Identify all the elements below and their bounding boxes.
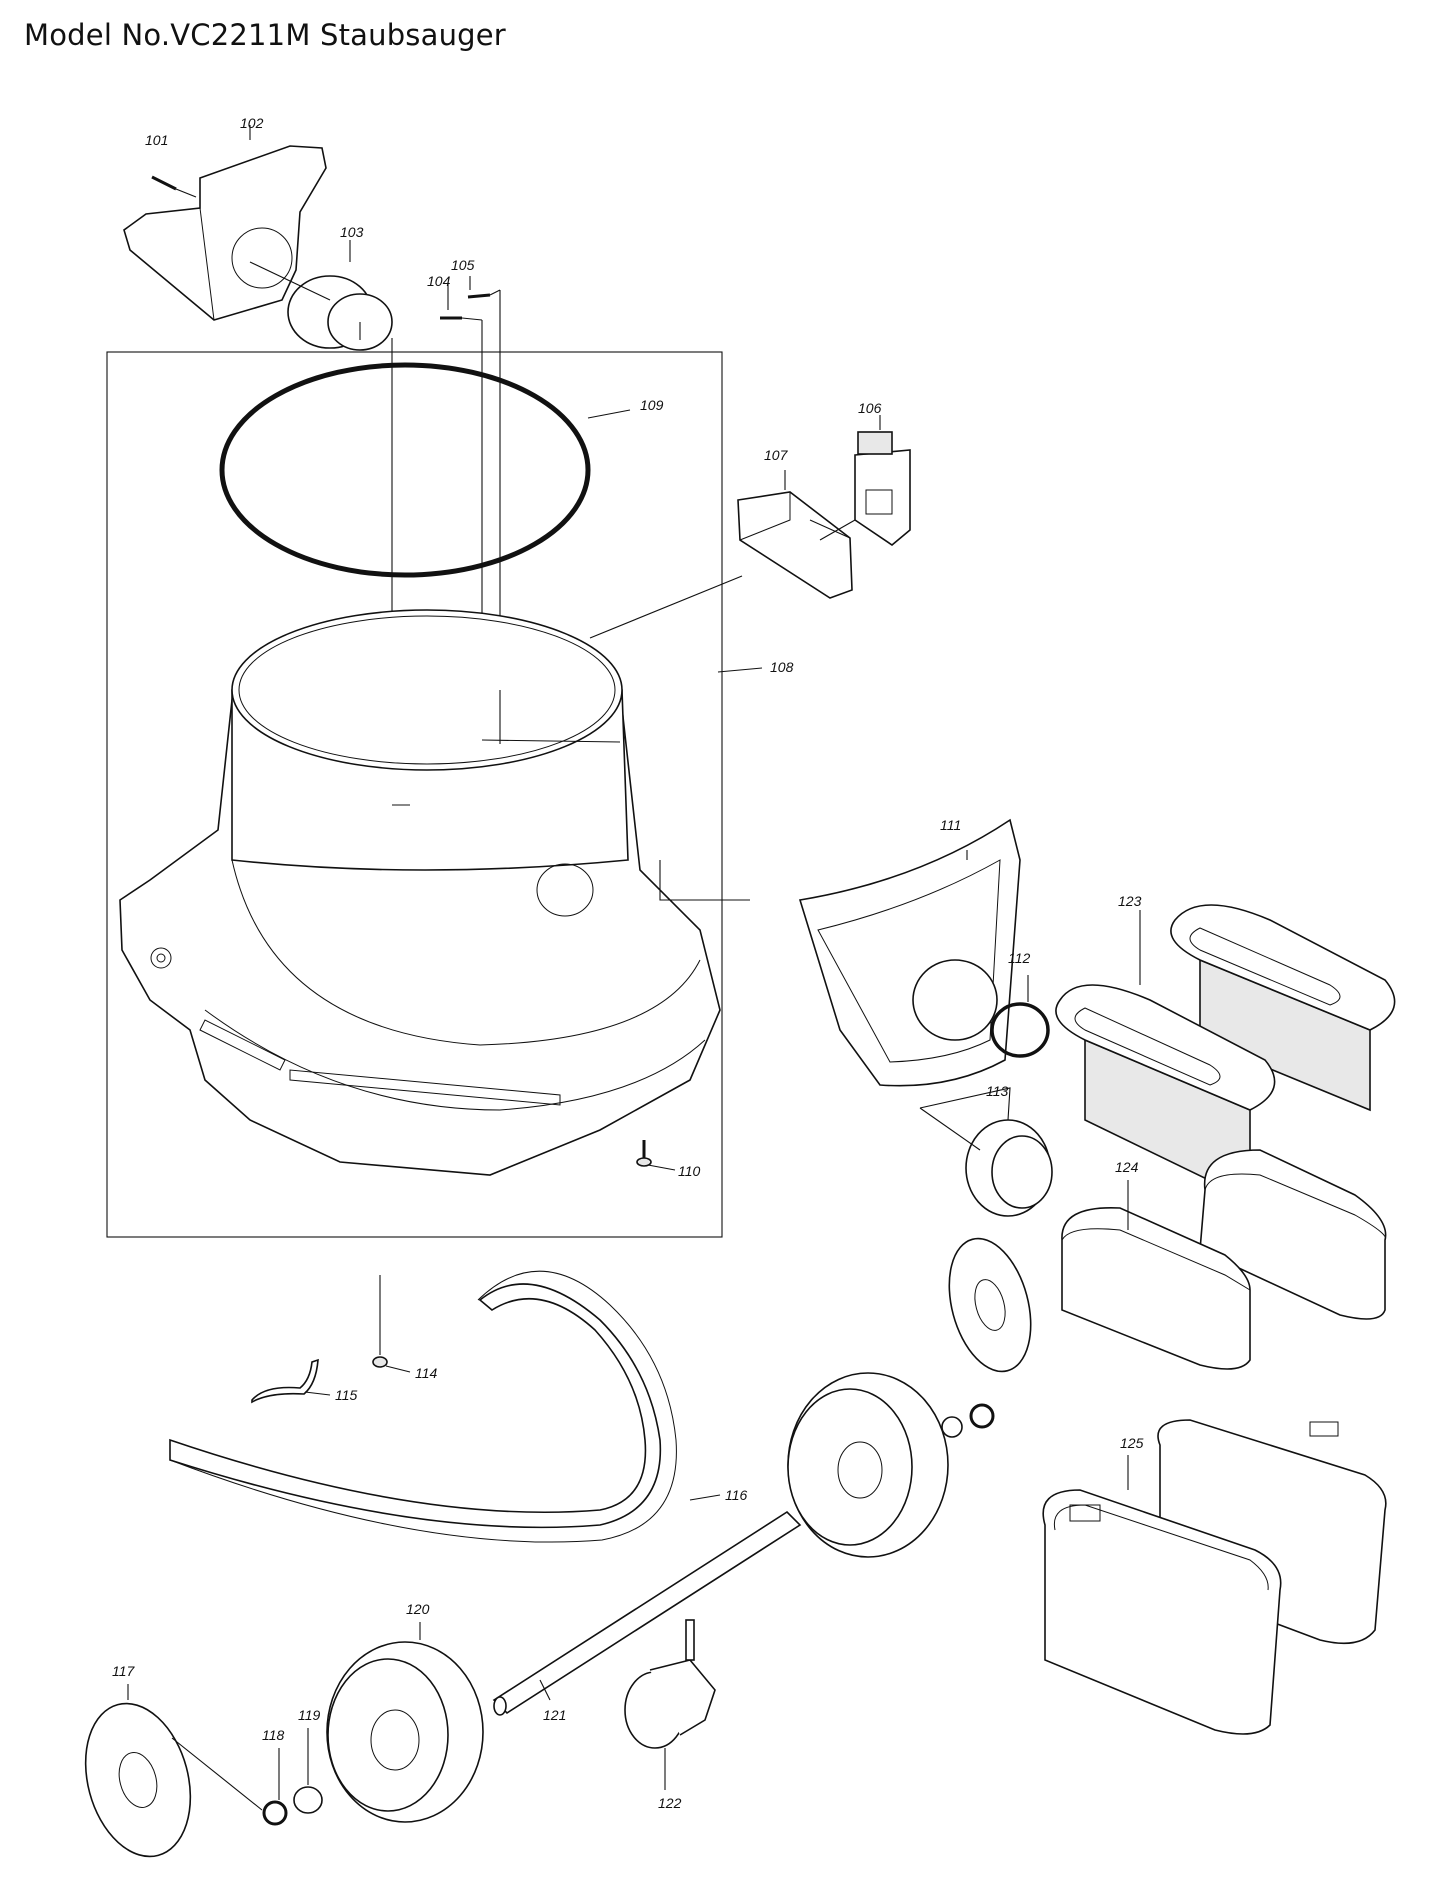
part-121-axle: [492, 1510, 802, 1716]
part-112-oring: [990, 1002, 1050, 1058]
label-125: 125: [1120, 1435, 1144, 1451]
part-120-wheel: [326, 1622, 484, 1823]
label-119: 119: [298, 1707, 321, 1723]
label-111: 111: [940, 817, 961, 833]
part-111-cover: [798, 818, 1021, 1087]
part-101-screw: [151, 175, 197, 198]
part-107-holder: [737, 470, 853, 599]
label-118: 118: [262, 1727, 285, 1743]
part-114-nut: [372, 1275, 411, 1373]
part-119-washer: [293, 1786, 323, 1814]
part-rear-wheel: [787, 1237, 1032, 1558]
part-118-clip: [262, 1800, 288, 1826]
part-124-sleeves: [1061, 1149, 1387, 1370]
part-125-frames: [1042, 1419, 1387, 1735]
label-113: 113: [986, 1083, 1009, 1099]
part-123-filters: [1055, 904, 1396, 1202]
label-120: 120: [406, 1601, 430, 1617]
label-102: 102: [240, 115, 264, 131]
label-115: 115: [335, 1387, 358, 1403]
label-101: 101: [145, 132, 168, 148]
label-122: 122: [658, 1795, 682, 1811]
label-123: 123: [1118, 893, 1142, 909]
label-110: 110: [678, 1163, 701, 1179]
part-106-latch: [819, 415, 911, 546]
part-102-bracket: [123, 125, 327, 321]
label-105: 105: [451, 257, 475, 273]
part-122-caster: [624, 1619, 716, 1790]
label-121: 121: [543, 1707, 566, 1723]
label-112: 112: [1008, 950, 1031, 966]
label-114: 114: [415, 1365, 438, 1381]
assembly-frame-108: [106, 351, 723, 1238]
page-title: Model No.VC2211M Staubsauger: [24, 18, 506, 52]
label-116: 116: [725, 1487, 748, 1503]
part-116-bumper: [169, 1270, 721, 1543]
part-110-screw: [636, 1140, 676, 1171]
part-109-gasket: [219, 362, 591, 578]
label-104: 104: [427, 273, 451, 289]
part-117-disc: [84, 1684, 263, 1858]
part-115-pin: [251, 1358, 331, 1404]
label-108: 108: [770, 659, 794, 675]
label-103: 103: [340, 224, 364, 240]
part-113-adapter: [919, 1087, 1053, 1217]
label-124: 124: [1115, 1159, 1139, 1175]
part-103-duct: [249, 240, 393, 351]
label-107: 107: [764, 447, 789, 463]
label-109: 109: [640, 397, 664, 413]
part-108-tank: [119, 575, 763, 1176]
label-117: 117: [112, 1663, 136, 1679]
label-106: 106: [858, 400, 882, 416]
